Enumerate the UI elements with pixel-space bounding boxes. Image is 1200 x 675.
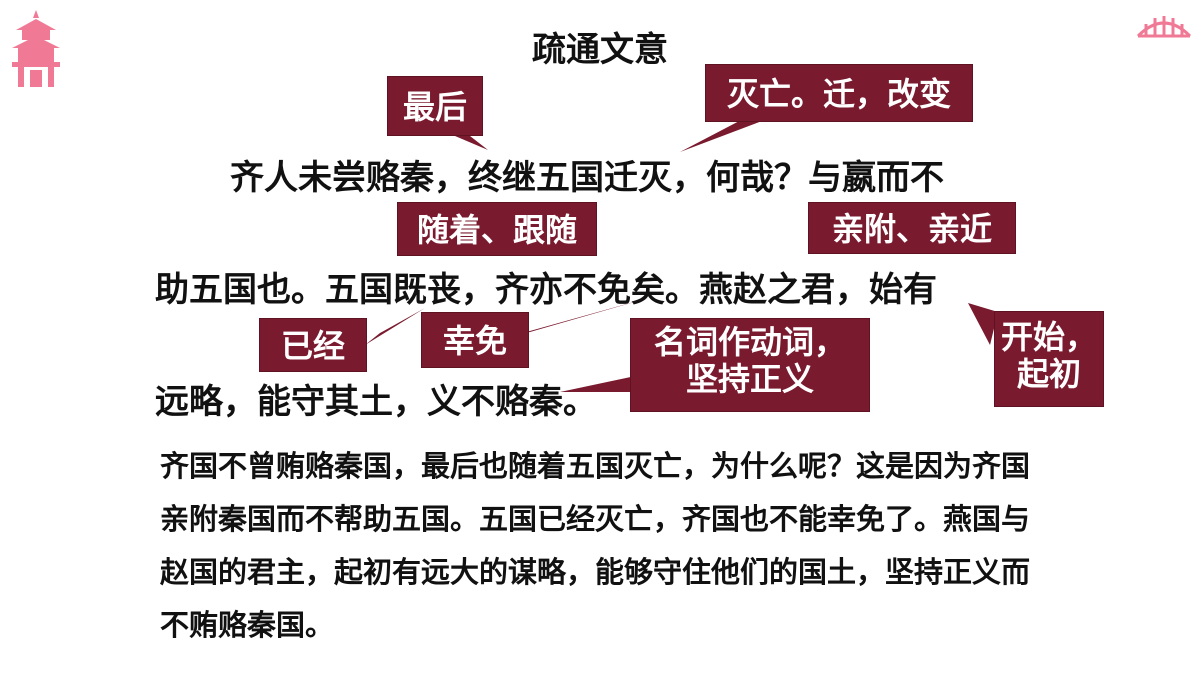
annotation-jianchi-zhengyi: 名词作动词， 坚持正义	[630, 318, 870, 412]
annotation-suizhe: 随着、跟随	[397, 202, 597, 256]
text-line-3: 远略，能守其土，义不赂秦。	[155, 382, 597, 422]
annotation-kaishi-line1: 开始，	[1000, 318, 1097, 356]
annotation-kaishi-line2: 起初	[1016, 354, 1081, 393]
annotation-jianchi-line1: 名词作动词，	[653, 323, 846, 361]
annotation-xingmian: 幸免	[421, 312, 529, 368]
bridge-icon	[1136, 16, 1192, 38]
annotation-jianchi-line2: 坚持正义	[685, 359, 814, 398]
translation-paragraph: 齐国不曾贿赂秦国，最后也随着五国灭亡，为什么呢？这是因为齐国亲附秦国而不帮助五国…	[160, 449, 1031, 642]
annotation-yijing: 已经	[259, 318, 367, 372]
annotation-zuihou: 最后	[387, 76, 483, 136]
text-line-1: 齐人未尝赂秦，终继五国迁灭，何哉？与嬴而不	[230, 158, 944, 198]
annotation-miewang: 灭亡。迁，改变	[705, 64, 973, 122]
text-line-2: 助五国也。五国既丧，齐亦不免矣。燕赵之君，始有	[155, 270, 937, 310]
pagoda-icon	[12, 10, 60, 87]
slide-title: 疏通文意	[532, 30, 668, 70]
annotation-qinfu: 亲附、亲近	[808, 202, 1016, 254]
annotation-kaishi: 开始， 起初	[994, 311, 1104, 407]
